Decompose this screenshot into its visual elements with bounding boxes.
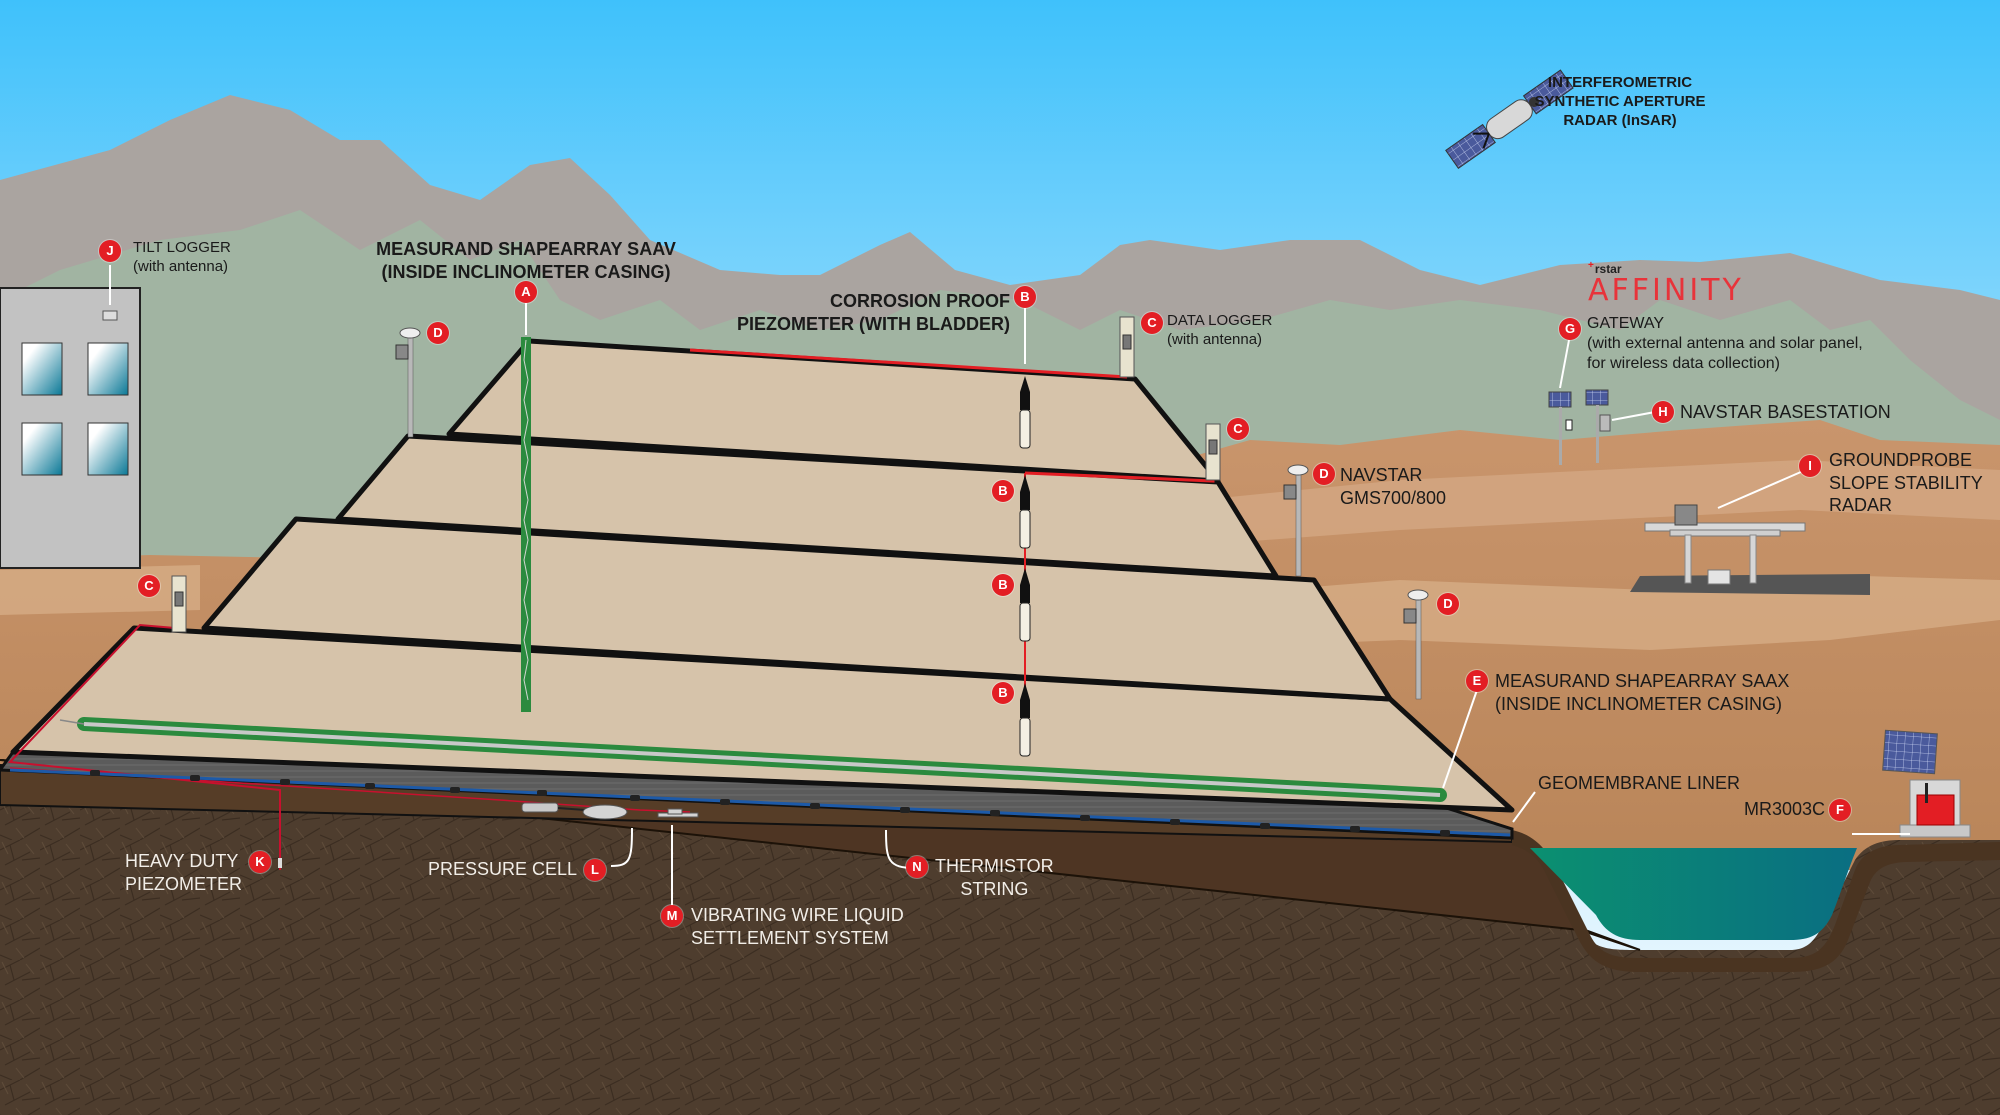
navstar-gnss-stations: [395, 327, 1429, 700]
label-geomembrane: GEOMEMBRANE LINER: [1538, 772, 1740, 795]
badge-k: K: [249, 851, 271, 873]
label-gateway: GATEWAY (with external antenna and solar…: [1587, 314, 1863, 374]
callout-arrows: [109, 265, 1910, 917]
label-thermistor: THERMISTOR STRING: [935, 855, 1054, 900]
label-pressure-cell: PRESSURE CELL: [428, 858, 577, 881]
label-saav: MEASURAND SHAPEARRAY SAAV (INSIDE INCLIN…: [376, 238, 676, 283]
pond-trench: [1512, 830, 2000, 972]
tilt-logger-title: TILT LOGGER: [133, 239, 231, 256]
badge-m: M: [661, 905, 683, 927]
thermistor-line-1: THERMISTOR: [935, 856, 1054, 876]
pressure-cell-title: PRESSURE CELL: [427, 859, 577, 879]
saav-casing: [521, 337, 531, 712]
badge-g: G: [1559, 318, 1581, 340]
building: [0, 287, 141, 569]
groundprobe-line-2: SLOPE STABILITY: [1829, 472, 1983, 493]
badge-c3: C: [138, 575, 160, 597]
badge-b3: B: [992, 574, 1014, 596]
badge-j: J: [99, 240, 121, 262]
label-vw-settlement: VIBRATING WIRE LIQUID SETTLEMENT SYSTEM: [691, 904, 904, 949]
label-tilt-logger: TILT LOGGER (with antenna): [133, 239, 231, 277]
navstar-line-1: NAVSTAR: [1340, 465, 1423, 485]
badge-e: E: [1466, 670, 1488, 692]
heavy-piezo-line-1: HEAVY DUTY: [124, 851, 239, 871]
groundprobe-radar-device: [1630, 504, 1870, 595]
tilt-logger-sub: (with antenna): [133, 257, 229, 275]
badge-d2: D: [1313, 463, 1335, 485]
label-data-logger: DATA LOGGER (with antenna): [1167, 312, 1272, 350]
heavy-piezo-line-2: PIEZOMETER: [124, 873, 242, 894]
piezometer-cable-top: [689, 348, 1128, 379]
vw-settlement-line-2: SETTLEMENT SYSTEM: [691, 927, 889, 948]
badge-h: H: [1652, 401, 1674, 423]
mr3003c-title: MR3003C: [1743, 799, 1825, 819]
gateway-line-1: (with external antenna and solar panel,: [1587, 335, 1863, 352]
vw-settlement-line-1: VIBRATING WIRE LIQUID: [691, 905, 904, 925]
cable-pressure: [9, 767, 691, 813]
logo-product: AFFINITY: [1588, 273, 1744, 308]
badge-n: N: [906, 856, 928, 878]
piezometer-line-2: PIEZOMETER (WITH BLADDER): [737, 313, 1010, 334]
piezometer-line-1: CORROSION PROOF: [829, 291, 1010, 311]
gateway-line-2: for wireless data collection): [1587, 355, 1780, 372]
cable-left: [7, 623, 281, 870]
badge-d3: D: [1437, 593, 1459, 615]
pond-water: [1530, 848, 1857, 940]
desert-dune-left: [0, 565, 200, 615]
label-saax: MEASURAND SHAPEARRAY SAAX (INSIDE INCLIN…: [1495, 670, 1789, 715]
insar-line-3: RADAR (InSAR): [1563, 111, 1677, 129]
label-heavy-piezometer: HEAVY DUTY PIEZOMETER: [125, 850, 242, 895]
label-piezometer: CORROSION PROOF PIEZOMETER (WITH BLADDER…: [737, 290, 1010, 335]
badge-c2: C: [1227, 418, 1249, 440]
gateway-title: GATEWAY: [1587, 315, 1665, 332]
thermistor-beads: [90, 770, 1450, 836]
insar-satellite: [1445, 69, 1574, 170]
label-mr3003c: MR3003C: [1744, 798, 1825, 821]
badge-f: F: [1829, 799, 1851, 821]
settlement-sensor-device: [657, 808, 699, 818]
thermistor-string: [9, 768, 1511, 837]
groundprobe-line-3: RADAR: [1829, 495, 1893, 515]
mr3003c-station: [1882, 729, 1971, 838]
logo-brand: rstar: [1588, 262, 1744, 276]
badge-d1: D: [427, 322, 449, 344]
saax-line-1: MEASURAND SHAPEARRAY SAAX: [1495, 671, 1790, 691]
data-logger-sub: (with antenna): [1167, 330, 1263, 348]
saax-casing: [59, 717, 1447, 802]
thermistor-line-2: STRING: [960, 878, 1029, 899]
badge-b4: B: [992, 682, 1014, 704]
badge-b2: B: [992, 480, 1014, 502]
basestation-title: NAVSTAR BASESTATION: [1680, 402, 1891, 422]
navstar-line-2: GMS700/800: [1340, 487, 1447, 508]
insar-line-1: INTERFEROMETRIC: [1547, 74, 1693, 91]
data-logger-devices: [171, 316, 1221, 633]
label-navstar: NAVSTAR GMS700/800: [1340, 464, 1446, 509]
affinity-logo: rstar AFFINITY: [1588, 262, 1744, 306]
piezometer-devices: [1019, 376, 1031, 757]
label-insar: INTERFEROMETRIC SYNTHETIC APERTURE RADAR…: [1530, 74, 1710, 130]
groundprobe-line-1: GROUNDPROBE: [1829, 450, 1973, 470]
badge-l: L: [584, 859, 606, 881]
saax-line-2: (INSIDE INCLINOMETER CASING): [1495, 693, 1783, 714]
badge-b1: B: [1014, 286, 1036, 308]
desert-dune-1: [1200, 460, 2000, 545]
geomembrane-title: GEOMEMBRANE LINER: [1538, 773, 1741, 793]
heavy-duty-piezometer-device: [278, 858, 282, 868]
badge-a: A: [515, 281, 537, 303]
pressure-cell-device: [521, 802, 628, 820]
saav-line-1: MEASURAND SHAPEARRAY SAAV: [376, 239, 676, 259]
data-logger-title: DATA LOGGER: [1167, 312, 1273, 329]
label-groundprobe: GROUNDPROBE SLOPE STABILITY RADAR: [1829, 449, 1983, 517]
saav-line-2: (INSIDE INCLINOMETER CASING): [381, 261, 671, 282]
label-basestation: NAVSTAR BASESTATION: [1680, 401, 1891, 424]
badge-i: I: [1799, 455, 1821, 477]
insar-line-2: SYNTHETIC APERTURE: [1534, 92, 1706, 110]
badge-c1: C: [1141, 312, 1163, 334]
gateway-and-basestation: [1548, 389, 1611, 465]
